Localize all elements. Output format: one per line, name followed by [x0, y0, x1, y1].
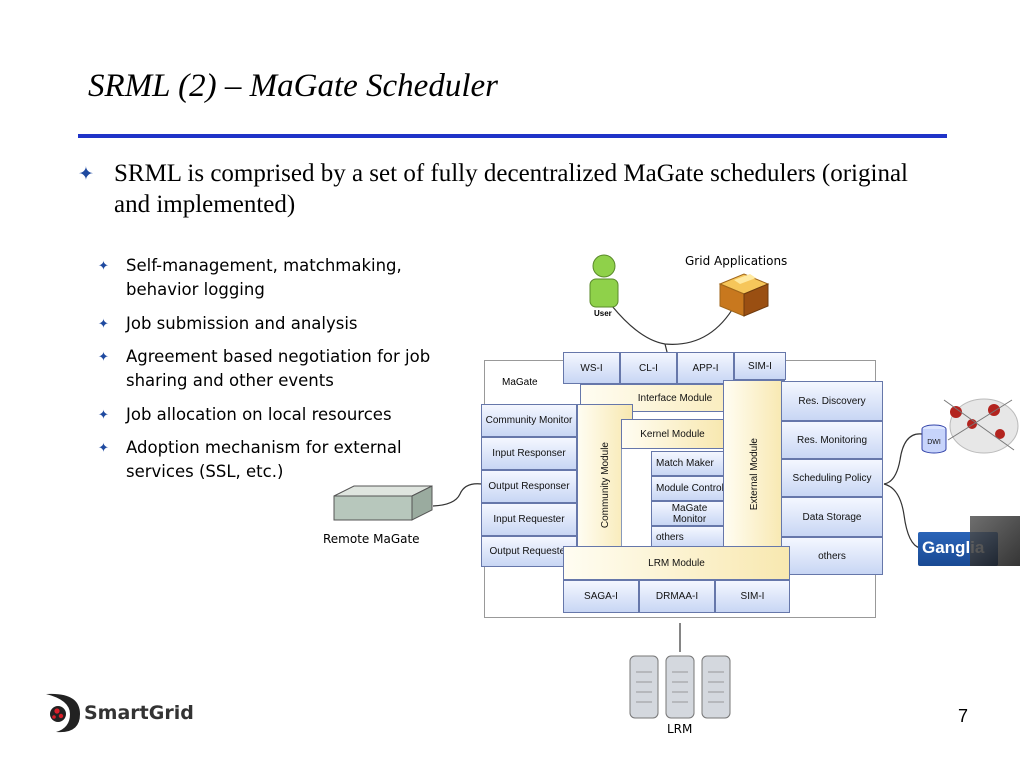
external-module: External Module [723, 380, 785, 568]
community-monitor: Community Monitor [481, 404, 577, 437]
output-responser: Output Responser [481, 470, 577, 503]
saga-i: SAGA-I [563, 580, 639, 613]
sub-bullet-text: Agreement based negotiation for job shar… [126, 347, 431, 390]
bullet-star-icon: ✦ [98, 259, 109, 274]
external-module-label: External Module [748, 437, 760, 511]
dwi-label: DWI [927, 439, 941, 446]
package-icon [718, 273, 770, 317]
sub-bullet-text: Job submission and analysis [126, 314, 358, 333]
user-icon [589, 254, 619, 308]
main-bullet-text: SRML is comprised by a set of fully dece… [114, 160, 908, 218]
title-divider [78, 134, 947, 138]
ants-image-icon [943, 398, 1019, 454]
res-discovery: Res. Discovery [781, 381, 883, 421]
match-maker: Match Maker [651, 451, 724, 476]
interface-app-i: APP-I [677, 352, 734, 384]
bullet-star-icon: ✦ [98, 408, 109, 423]
sub-bullet-text: Job allocation on local resources [126, 405, 392, 424]
magate-label: MaGate [502, 377, 538, 388]
interface-sim-i: SIM-I [734, 352, 786, 380]
lrm-label: LRM [667, 722, 693, 736]
module-controller: Module Controller [651, 476, 724, 501]
input-responser: Input Responser [481, 437, 577, 470]
slide-title: SRML (2) – MaGate Scheduler [88, 68, 498, 104]
dwi-database-icon: DWI [921, 424, 947, 454]
bullet-star-icon: ✦ [98, 350, 109, 365]
bullet-star-icon: ✦ [98, 317, 109, 332]
input-requester: Input Requester [481, 503, 577, 536]
server-rack-icon [629, 655, 731, 719]
res-monitoring: Res. Monitoring [781, 421, 883, 459]
community-module-label: Community Module [599, 442, 611, 529]
remote-magate-icon [333, 485, 433, 521]
data-storage: Data Storage [781, 497, 883, 537]
bullet-star-icon: ✦ [78, 163, 94, 185]
smartgrid-logo-icon [46, 693, 80, 733]
magate-monitor: MaGate Monitor [651, 501, 724, 526]
lrm-module: LRM Module [563, 546, 790, 580]
output-requester: Output Requester [481, 536, 577, 567]
sub-bullet-text: Adoption mechanism for external services… [126, 438, 402, 481]
grid-applications-label: Grid Applications [685, 254, 788, 268]
interface-ws-i: WS-I [563, 352, 620, 384]
external-others: others [781, 537, 883, 575]
sim-i-lrm: SIM-I [715, 580, 790, 613]
kernel-module: Kernel Module [621, 419, 724, 449]
bullet-star-icon: ✦ [98, 441, 109, 456]
scheduling-policy: Scheduling Policy [781, 459, 883, 497]
user-label: User [594, 309, 612, 318]
ganglia-image [970, 516, 1020, 566]
page-number: 7 [958, 706, 969, 726]
interface-cl-i: CL-I [620, 352, 677, 384]
drmaa-i: DRMAA-I [639, 580, 715, 613]
smartgrid-logo-text: SmartGrid [84, 702, 194, 724]
remote-magate-label: Remote MaGate [323, 532, 420, 546]
ganglia-label: Ganglia [922, 538, 985, 557]
sub-bullet-text: Self-management, matchmaking, behavior l… [126, 256, 402, 299]
